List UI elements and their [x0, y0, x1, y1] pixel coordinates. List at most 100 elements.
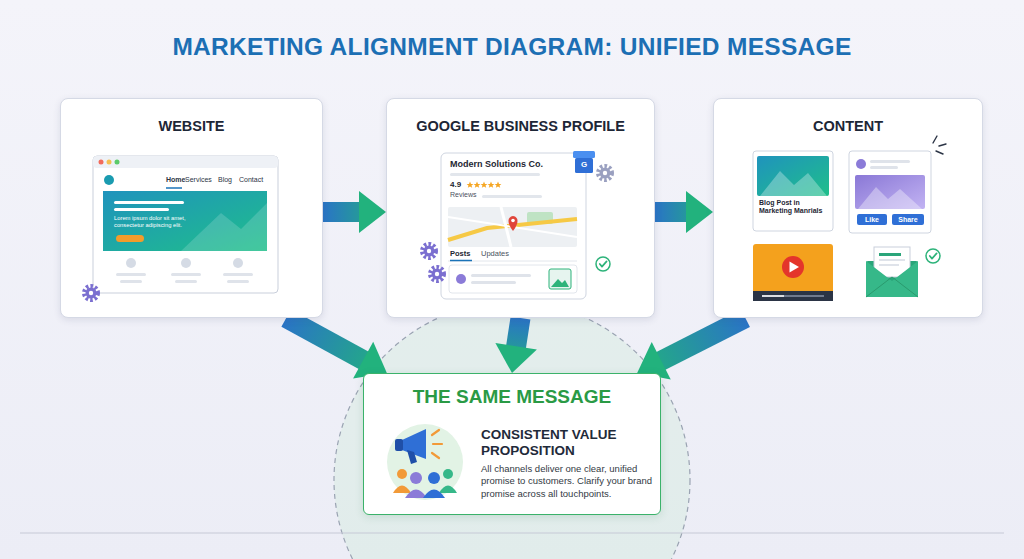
- megaphone-icon-part: [410, 472, 422, 484]
- business-profile-mockup-part: [596, 257, 610, 271]
- diagram-title: MARKETING ALIGNMENT DIAGRAM: UNIFIED MES…: [0, 32, 1024, 61]
- business-profile-mockup-part: [575, 158, 593, 173]
- content-mockup-part: [760, 171, 827, 196]
- website-mockup-part: [114, 201, 184, 204]
- mockup-label: Modern Solutions Co.: [450, 159, 543, 169]
- megaphone-icon-part: [439, 486, 457, 494]
- arrow-head: [359, 191, 386, 233]
- mockup-label: Reviews: [450, 191, 476, 199]
- website-mockup-part: [116, 273, 146, 276]
- mockup-label: Blog Post in Marketing Manrials: [759, 199, 831, 215]
- website-mockup-part: [116, 235, 144, 242]
- megaphone-icon-part: [432, 430, 442, 458]
- mockup-label: Posts: [450, 250, 470, 259]
- website-mockup-part: [175, 280, 197, 283]
- website-mockup-part: [166, 187, 182, 189]
- content-mockup-part: [757, 156, 829, 196]
- card-title: WEBSITE: [61, 118, 322, 135]
- business-profile-mockup-part-part: [467, 182, 474, 188]
- content-mockup-part: [926, 249, 940, 263]
- content-mockup-part: [933, 136, 946, 154]
- card-title: CONTENT: [714, 118, 982, 135]
- content-mockup-part: [858, 187, 922, 209]
- website-mockup-part: [171, 273, 201, 276]
- message-title: THE SAME MESSAGE: [364, 386, 660, 409]
- mockup-label: Share: [892, 216, 924, 224]
- business-profile-mockup-part-part: [474, 182, 481, 188]
- megaphone-icon-part: [393, 486, 411, 494]
- website-mockup-part: [181, 203, 267, 251]
- website-mockup-part: [181, 258, 191, 268]
- baseline-rule-part: [20, 533, 1004, 534]
- content-mockup-part: [870, 160, 910, 163]
- message-box: THE SAME MESSAGE CONSISTENT VALUE PROPOSI…: [363, 373, 661, 515]
- content-mockup-part: [866, 277, 918, 297]
- flow-arrow: [286, 318, 387, 378]
- business-profile-mockup-part: [448, 261, 577, 262]
- website-mockup-part: [115, 160, 120, 165]
- business-profile-mockup-part: [471, 274, 531, 277]
- arrow-shaft: [516, 318, 521, 348]
- channel-card: WEBSITEHomeServicesBlogContactLorem ipsu…: [60, 98, 323, 318]
- flow-arrow: [323, 191, 386, 233]
- content-mockup-part: [879, 253, 901, 256]
- business-profile-mockup-part: [549, 269, 571, 289]
- content-mockup-part: [790, 262, 800, 273]
- business-profile-mockup-part: [430, 267, 444, 281]
- website-mockup-part: [84, 286, 98, 300]
- website-mockup-part: [233, 258, 243, 268]
- flow-arrow: [495, 318, 537, 373]
- megaphone-icon-part: [423, 490, 445, 499]
- website-mockup-part: [93, 156, 278, 168]
- mockup-label: Updates: [481, 250, 509, 259]
- mockup-label: G: [575, 160, 593, 169]
- channel-card: GOOGLE BUSINESS PROFILE Modern Solutions …: [386, 98, 655, 318]
- mockup-label: Like: [857, 216, 887, 224]
- mockup-label: 4.9: [450, 180, 461, 189]
- website-mockup-part: [114, 208, 169, 211]
- content-mockup-part: [866, 261, 918, 297]
- message-subtitle: CONSISTENT VALUE PROPOSITION: [481, 427, 653, 458]
- content-mockup-part: [870, 166, 898, 169]
- content-mockup-part: [855, 175, 925, 209]
- content-mockup-part: [762, 295, 784, 297]
- business-profile-mockup-part: [456, 274, 466, 284]
- website-mockup-part: [99, 160, 104, 165]
- mockup-label: Contact: [239, 176, 263, 184]
- content-mockup-part: [753, 244, 833, 301]
- flow-arrow: [655, 191, 713, 233]
- megaphone-icon-part: [387, 424, 463, 500]
- focus-circle: [334, 302, 690, 559]
- megaphone-icon-part: [397, 469, 407, 479]
- flow-arrow: [637, 318, 745, 379]
- website-mockup-part: [223, 273, 253, 276]
- message-body: All channels deliver one clear, unified …: [481, 463, 653, 500]
- website-mockup-part: [103, 191, 267, 251]
- content-mockup-part: [753, 291, 833, 301]
- mockup-label: Blog: [218, 176, 232, 184]
- website-mockup-part: [107, 160, 112, 165]
- content-mockup-part: [879, 264, 899, 266]
- business-profile-mockup-part-part: [481, 182, 488, 188]
- business-profile-mockup-part: [471, 281, 516, 284]
- content-mockup-part: [762, 295, 824, 297]
- business-profile-mockup-part: [450, 173, 540, 176]
- content-mockup-part: [892, 214, 924, 225]
- business-profile-mockup-part: [448, 207, 577, 247]
- card-title: GOOGLE BUSINESS PROFILE: [387, 118, 654, 135]
- arrow-shaft: [659, 318, 745, 362]
- focus-circle-part: [334, 302, 690, 559]
- content-mockup-part: [856, 159, 866, 169]
- business-profile-mockup-part: [598, 166, 612, 180]
- business-profile-mockup-part: [441, 153, 586, 299]
- business-profile-mockup-part-part: [488, 182, 495, 188]
- business-profile-mockup-part: [467, 182, 502, 188]
- business-profile-mockup-part: [573, 151, 595, 158]
- business-profile-mockup-part: [449, 265, 577, 293]
- content-mockup-part: [782, 256, 804, 278]
- business-profile-mockup-part-part: [495, 182, 502, 188]
- business-profile-mockup-part: [450, 260, 472, 262]
- megaphone-icon-part: [395, 439, 403, 451]
